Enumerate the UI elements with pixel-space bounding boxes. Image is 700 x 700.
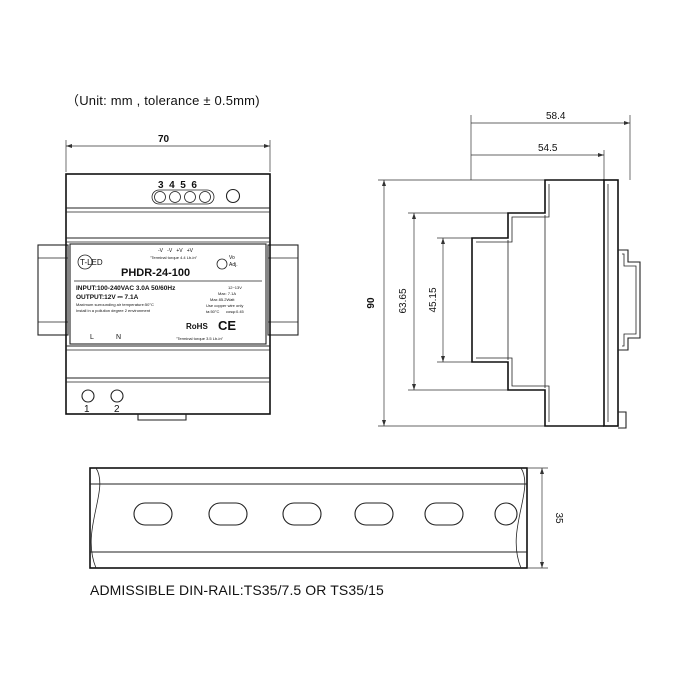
right-spec-1: 12~13V [228,285,242,290]
adj-label: Adj. [229,262,238,268]
arrow [540,468,544,474]
rail-slot [354,502,394,526]
terminal-screw [184,191,196,203]
right-spec-5: ta:50°C cosφ:0.45 [206,309,245,314]
label-panel [69,243,267,345]
rear-foot [618,411,627,429]
arrow [382,180,386,186]
rail-break-right [515,467,526,569]
arrow [441,356,445,362]
dim-height-mid: 63.65 [398,288,409,313]
din-rail-clip-side [618,249,641,351]
din-clip-right [267,244,299,336]
rail-slot [282,502,322,526]
din-rail-note: ADMISSIBLE DIN-RAIL:TS35/7.5 OR TS35/15 [90,582,384,598]
logo-text: T-LED [80,258,103,267]
unit-tolerance-note: （Unit: mm , tolerance ± 0.5mm) [66,93,260,108]
terminal-screw [154,191,166,203]
arrow [441,238,445,244]
model-name: PHDR-24-100 [121,267,190,279]
led-indicator [225,188,241,204]
arrow [624,121,630,125]
rail-slot [494,502,518,526]
side-profile-inner [476,357,550,422]
arrow [598,153,604,157]
arrow [412,384,416,390]
side-profile [471,179,604,427]
output-spec: OUTPUT:12V ⎓ 7.1A [76,294,139,301]
input-l-label: L [90,334,94,341]
terminal-torque-top: "Terminal torque 4.4 Lb-in" [150,255,198,260]
terminal-screw [169,191,181,203]
front-body [65,173,271,415]
note-line-2: Install in a pollution degree 2 environm… [76,308,151,313]
input-spec: INPUT:100-240VAC 3.0A 50/60Hz [76,285,176,292]
side-profile-inner [476,184,550,243]
voltage-labels: -V -V +V +V [158,248,194,254]
rear-plate [603,179,619,427]
right-spec-2: Max: 7.1A [218,291,236,296]
logo-bulb-icon [77,254,93,270]
input-terminal-2 [110,389,124,403]
arrow-left [66,144,72,148]
rail-break-left [90,467,101,569]
arrow-right [264,144,270,148]
terminal-torque-bottom: "Terminal torque 3.5 Lb-in" [176,336,224,341]
terminal-screw [199,191,211,203]
front-view: 70 3 4 5 6 T-LED -V [37,134,299,421]
input-terminal-1 [81,389,95,403]
rohs-mark: RoHS [186,322,208,331]
dim-depth-body: 54.5 [538,143,558,154]
dim-height-inner: 45.15 [428,287,439,312]
din-rail-view: 35 [89,467,564,569]
din-clip-left [37,244,69,336]
vo-label: Vo [229,255,235,261]
din-rail-clip-side-inner [622,253,637,347]
output-terminal-block [151,189,215,205]
dim-width-label: 70 [158,134,170,145]
right-spec-4: Use copper wire only [206,303,243,308]
right-spec-3: Max 85.2Watt [210,297,235,302]
rail-slot [424,502,464,526]
arrow [412,213,416,219]
arrow [540,562,544,568]
rail-slot [133,502,173,526]
ce-mark: CE [218,318,236,333]
bottom-tab [137,414,187,421]
rail-slot [208,502,248,526]
terminal-1-label: 1 [84,404,90,415]
dim-rail-height: 35 [553,512,564,524]
side-view: 58.4 54.5 90 63.65 45.15 [366,111,641,429]
terminal-2-label: 2 [114,404,120,415]
dim-height-total: 90 [366,297,377,309]
input-n-label: N [116,334,121,341]
dim-depth-total: 58.4 [546,111,566,122]
arrow [382,420,386,426]
output-terminal-numbers: 3 4 5 6 [158,180,197,191]
note-line-1: Maximum surrounding air temperature:50°C [76,302,154,307]
vo-adjust-icon [216,258,228,270]
rail-outline [89,467,528,569]
